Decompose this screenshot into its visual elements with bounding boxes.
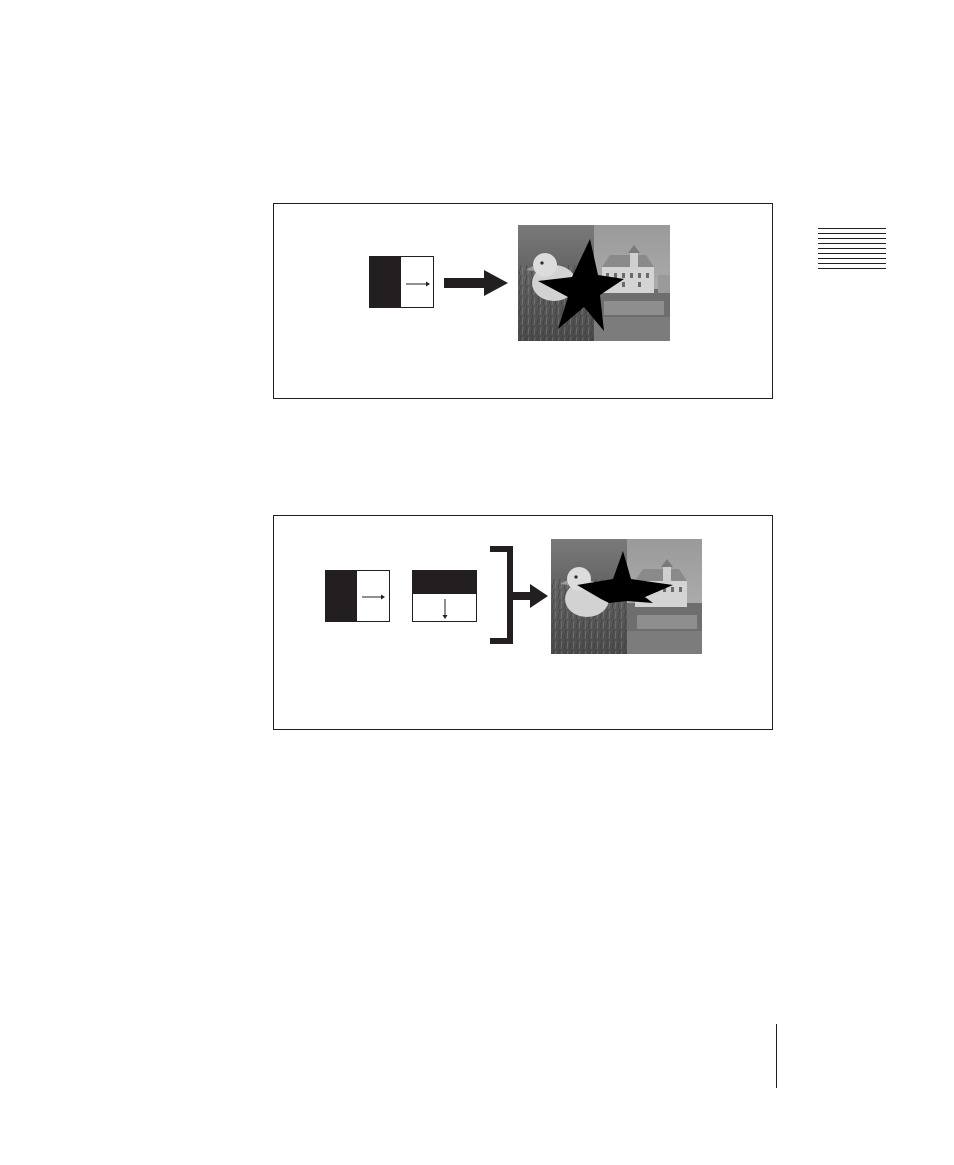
figure-combined-wipe [273,515,773,730]
result-image-combined-wipe [551,539,702,654]
wipe-pattern-vertical [412,570,477,622]
big-arrow-icon [444,270,510,296]
chapter-tab-marker [818,228,886,272]
arrow-right-icon [326,571,390,622]
wipe-pattern-horizontal [369,256,434,308]
figure-single-wipe [273,203,773,399]
arrow-down-icon [413,571,477,622]
combine-bracket-arrow-icon [488,546,552,644]
arrow-right-icon [370,257,434,308]
wipe-pattern-horizontal [325,570,390,622]
result-image-star-wipe [518,225,670,341]
page-number-rule [776,1024,777,1088]
